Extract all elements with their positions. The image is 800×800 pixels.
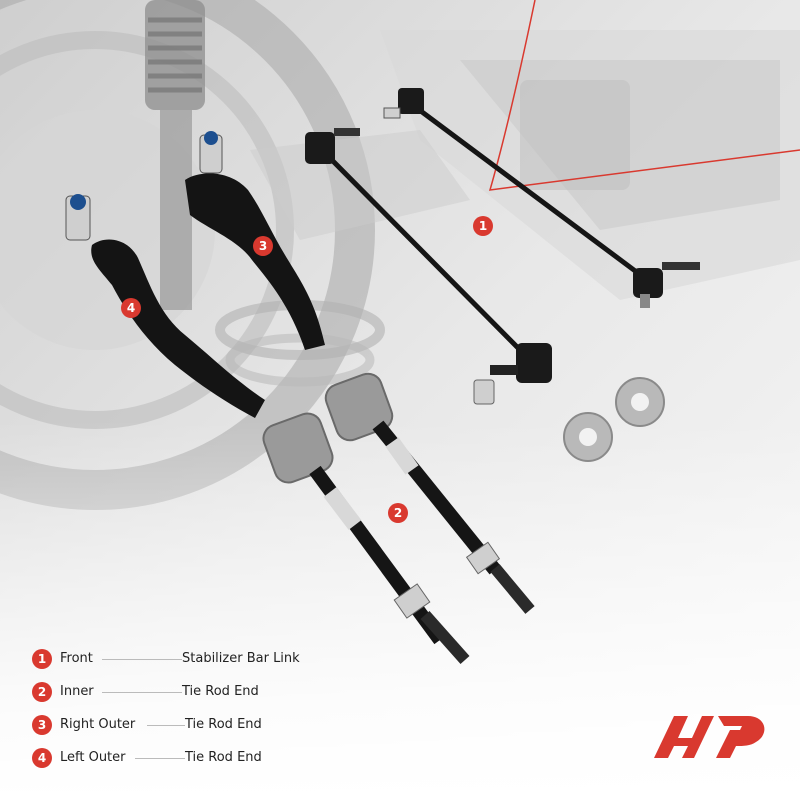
stabilizer-bar-link-rear xyxy=(383,88,700,308)
legend-position-label: Right Outer xyxy=(60,717,136,732)
legend-number-badge: 1 xyxy=(32,649,52,669)
legend-row: 1 Front Stabilizer Bar Link xyxy=(32,646,352,679)
legend-connector-line xyxy=(102,692,182,693)
legend-position-label: Inner xyxy=(60,684,94,699)
outer-tie-rod-end-right xyxy=(185,131,325,350)
legend-part-label: Tie Rod End xyxy=(182,684,259,699)
parts-legend: 1 Front Stabilizer Bar Link 2 Inner Tie … xyxy=(32,646,352,778)
legend-row: 3 Right Outer Tie Rod End xyxy=(32,712,352,745)
legend-position-label: Front xyxy=(60,651,93,666)
legend-number-badge: 4 xyxy=(32,748,52,768)
legend-connector-line xyxy=(147,725,185,726)
outer-tie-rod-end-left xyxy=(65,194,265,418)
callout-badge-3: 3 xyxy=(253,236,273,256)
callout-badge-4: 4 xyxy=(121,298,141,318)
red-arc-decoration xyxy=(488,0,800,191)
legend-connector-line xyxy=(102,659,182,660)
legend-row: 2 Inner Tie Rod End xyxy=(32,679,352,712)
callout-badge-1: 1 xyxy=(473,216,493,236)
legend-part-label: Stabilizer Bar Link xyxy=(182,651,300,666)
stabilizer-bar-link-front xyxy=(305,128,552,405)
brand-logo-icon xyxy=(654,716,765,758)
legend-row: 4 Left Outer Tie Rod End xyxy=(32,745,352,778)
washers xyxy=(563,377,665,462)
inner-tie-rod-right xyxy=(324,372,535,614)
callout-badge-2: 2 xyxy=(388,503,408,523)
legend-connector-line xyxy=(135,758,185,759)
legend-position-label: Left Outer xyxy=(60,750,126,765)
legend-part-label: Tie Rod End xyxy=(185,750,262,765)
legend-number-badge: 2 xyxy=(32,682,52,702)
inner-tie-rod-left xyxy=(262,412,470,664)
legend-number-badge: 3 xyxy=(32,715,52,735)
legend-part-label: Tie Rod End xyxy=(185,717,262,732)
